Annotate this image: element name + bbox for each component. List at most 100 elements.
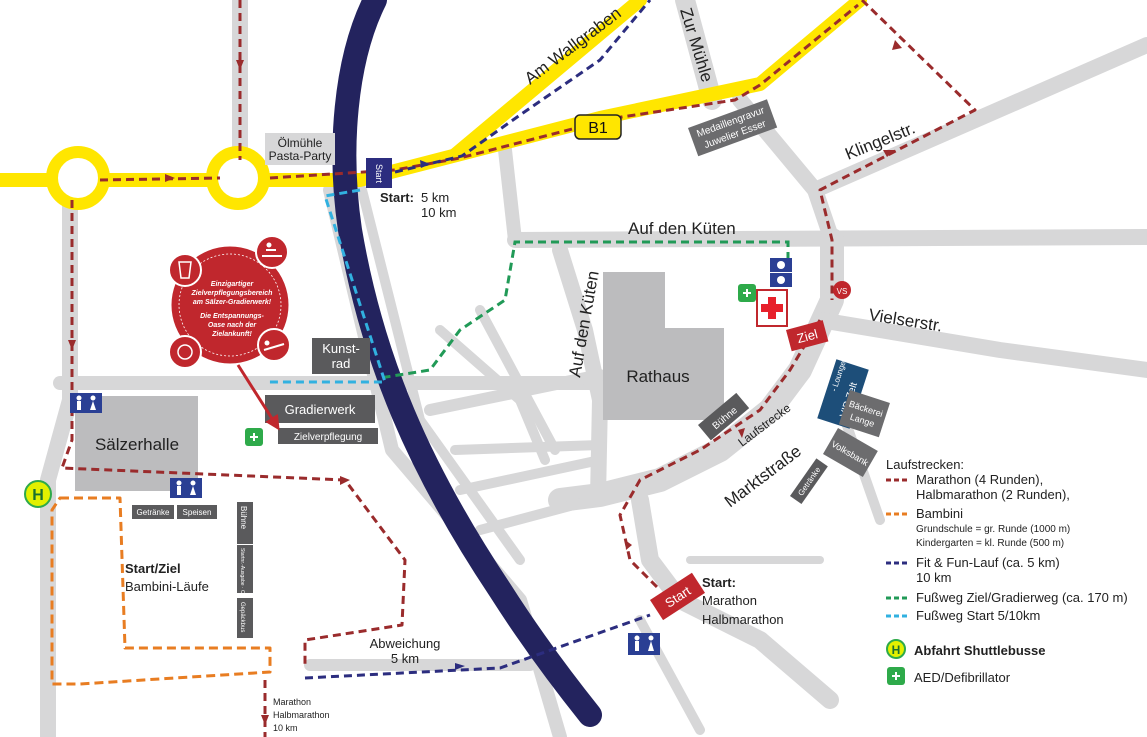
- svg-text:Gepäckbus: Gepäckbus: [239, 602, 245, 632]
- place-getraenke-market: Getränke: [790, 458, 828, 505]
- svg-text:H: H: [892, 643, 901, 657]
- svg-text:Fußweg Ziel/Gradierweg (ca. 17: Fußweg Ziel/Gradierweg (ca. 170 m): [916, 590, 1128, 605]
- route-walk-start: [265, 188, 388, 384]
- svg-text:B1: B1: [588, 120, 608, 137]
- saelzerhalle-label: Sälzerhalle: [95, 435, 179, 454]
- vs-marker: VS: [833, 281, 851, 299]
- place-zielverpflegung: Zielverpflegung: [278, 428, 378, 444]
- bambini-annotation: Start/Ziel Bambini-Läufe: [125, 561, 209, 594]
- svg-text:Start: Start: [374, 164, 384, 184]
- svg-text:Fit & Fun-Lauf (ca. 5 km): Fit & Fun-Lauf (ca. 5 km): [916, 555, 1060, 570]
- relax-icon: [257, 328, 291, 362]
- place-oelmuehle: Ölmühle Pasta-Party: [265, 133, 335, 165]
- svg-text:Ziel: Ziel: [795, 326, 819, 346]
- svg-text:Bambini-Läufe: Bambini-Läufe: [125, 579, 209, 594]
- street-am-wallgraben: Am Wallgraben: [521, 3, 625, 88]
- buildings: [75, 272, 724, 491]
- place-gepaeckbus: Gepäckbus: [237, 598, 253, 638]
- svg-text:5 km: 5 km: [391, 651, 419, 666]
- svg-text:Kindergarten = kl. Runde (500: Kindergarten = kl. Runde (500 m): [916, 538, 1064, 549]
- place-kunstrad: Kunst- rad: [312, 338, 370, 374]
- legend-title: Laufstrecken:: [886, 457, 964, 472]
- svg-text:Start/Ziel: Start/Ziel: [125, 561, 181, 576]
- place-getraenke: Getränke: [132, 505, 174, 519]
- toilets-icon: [70, 393, 102, 413]
- svg-text:Bühne: Bühne: [239, 506, 248, 530]
- svg-text:Abfahrt Shuttlebusse: Abfahrt Shuttlebusse: [914, 643, 1045, 658]
- svg-text:H: H: [32, 487, 44, 504]
- first-aid-cross-icon: [756, 289, 788, 327]
- route-fitfun: [304, 0, 652, 680]
- svg-text:10 km: 10 km: [273, 723, 298, 733]
- aed-defibrillator-icon: [738, 284, 756, 302]
- svg-text:Pasta-Party: Pasta-Party: [269, 149, 332, 163]
- route-walk-goal: [379, 240, 790, 380]
- massage-icon: [255, 235, 289, 269]
- svg-text:Oase nach der: Oase nach der: [208, 322, 258, 329]
- svg-text:Fußweg Start 5/10km: Fußweg Start 5/10km: [916, 608, 1040, 623]
- road-network: [40, 0, 1147, 737]
- aed-defibrillator-icon: [887, 667, 905, 685]
- place-startnummer: Startnr.-Ausgabe · Cafeteria: [237, 545, 253, 610]
- place-gradierwerk: Gradierwerk: [265, 395, 375, 423]
- place-medaillengravur: Medaillengravur Juwelier Esser: [688, 99, 778, 157]
- place-ziel: Ziel: [786, 320, 829, 352]
- svg-text:Zielverpflegung: Zielverpflegung: [294, 432, 362, 443]
- route-marathon-arrows: [68, 40, 902, 725]
- shuttle-bus-stop-icon: H: [886, 639, 906, 659]
- aed-defibrillator-icon: [245, 428, 263, 446]
- river: [332, 0, 602, 727]
- svg-text:am Sälzer-Gradierwerk!: am Sälzer-Gradierwerk!: [193, 299, 272, 306]
- svg-text:Marathon (4 Runden),: Marathon (4 Runden),: [916, 472, 1043, 487]
- legend: Laufstrecken: Marathon (4 Runden), Halbm…: [886, 457, 1128, 685]
- promo-callout: Einzigartiger Zielverpflegungsbereich am…: [168, 235, 292, 369]
- shuttle-bus-stop-icon: H: [24, 480, 52, 508]
- svg-text:Halbmarathon (2 Runden),: Halbmarathon (2 Runden),: [916, 487, 1070, 502]
- svg-text:rad: rad: [332, 356, 351, 371]
- rathaus-building: [603, 272, 724, 420]
- toilets-icon: [170, 478, 202, 498]
- drink-icon: [168, 253, 202, 287]
- callout-arrow: [236, 364, 280, 431]
- start-marathon-annotation: Start: Marathon Halbmarathon: [702, 575, 784, 627]
- svg-text:Grundschule = gr. Runde (1000: Grundschule = gr. Runde (1000 m): [916, 524, 1070, 535]
- svg-text:Zielverpflegungsbereich: Zielverpflegungsbereich: [191, 290, 273, 297]
- svg-text:Bambini: Bambini: [916, 506, 963, 521]
- svg-text:Start:: Start:: [702, 575, 736, 590]
- svg-text:Kunst-: Kunst-: [322, 341, 360, 356]
- start-top-annotation: Start: 5 km 10 km: [380, 190, 456, 220]
- marathon-note-annotation: Marathon Halbmarathon 10 km: [273, 697, 330, 733]
- svg-text:10 km: 10 km: [916, 570, 951, 585]
- route-fitfun-arrows: [420, 160, 465, 670]
- svg-text:AED/Defibrillator: AED/Defibrillator: [914, 670, 1011, 685]
- svg-text:5 km: 5 km: [421, 190, 449, 205]
- wheelchair-parking-icon: [770, 258, 792, 287]
- street-zur-muehle: Zur Mühle: [676, 6, 717, 85]
- svg-text:Halbmarathon: Halbmarathon: [702, 612, 784, 627]
- svg-text:10 km: 10 km: [421, 205, 456, 220]
- start-box-top: Start: [366, 158, 392, 188]
- place-speisen: Speisen: [177, 505, 217, 519]
- svg-text:Marathon: Marathon: [273, 697, 311, 707]
- b1-badge: B1: [574, 114, 622, 140]
- food-icon: [168, 335, 202, 369]
- svg-text:Die Entspannungs-: Die Entspannungs-: [200, 313, 264, 320]
- place-buehne-small: Bühne: [237, 502, 253, 544]
- svg-text:Ölmühle: Ölmühle: [278, 136, 323, 150]
- svg-text:Getränke: Getränke: [137, 508, 170, 517]
- toilets-icon: [628, 633, 660, 655]
- street-auf-den-kueten-h: Auf den Küten: [628, 219, 736, 238]
- svg-text:Marathon: Marathon: [702, 593, 757, 608]
- svg-text:Halbmarathon: Halbmarathon: [273, 710, 330, 720]
- route-bambini: [50, 496, 272, 686]
- svg-text:Zielankunft!: Zielankunft!: [211, 331, 252, 338]
- place-volksbank: Volksbank: [823, 428, 878, 477]
- svg-text:Start:: Start:: [380, 190, 414, 205]
- svg-text:Speisen: Speisen: [183, 508, 212, 517]
- svg-text:Startnr.-Ausgabe · Cafeteria: Startnr.-Ausgabe · Cafeteria: [239, 548, 245, 610]
- svg-text:VS: VS: [837, 287, 848, 296]
- place-baeckerei: Bäckerei Lange: [838, 390, 890, 438]
- svg-text:Gradierwerk: Gradierwerk: [285, 402, 356, 417]
- svg-text:Einzigartiger: Einzigartiger: [211, 281, 255, 288]
